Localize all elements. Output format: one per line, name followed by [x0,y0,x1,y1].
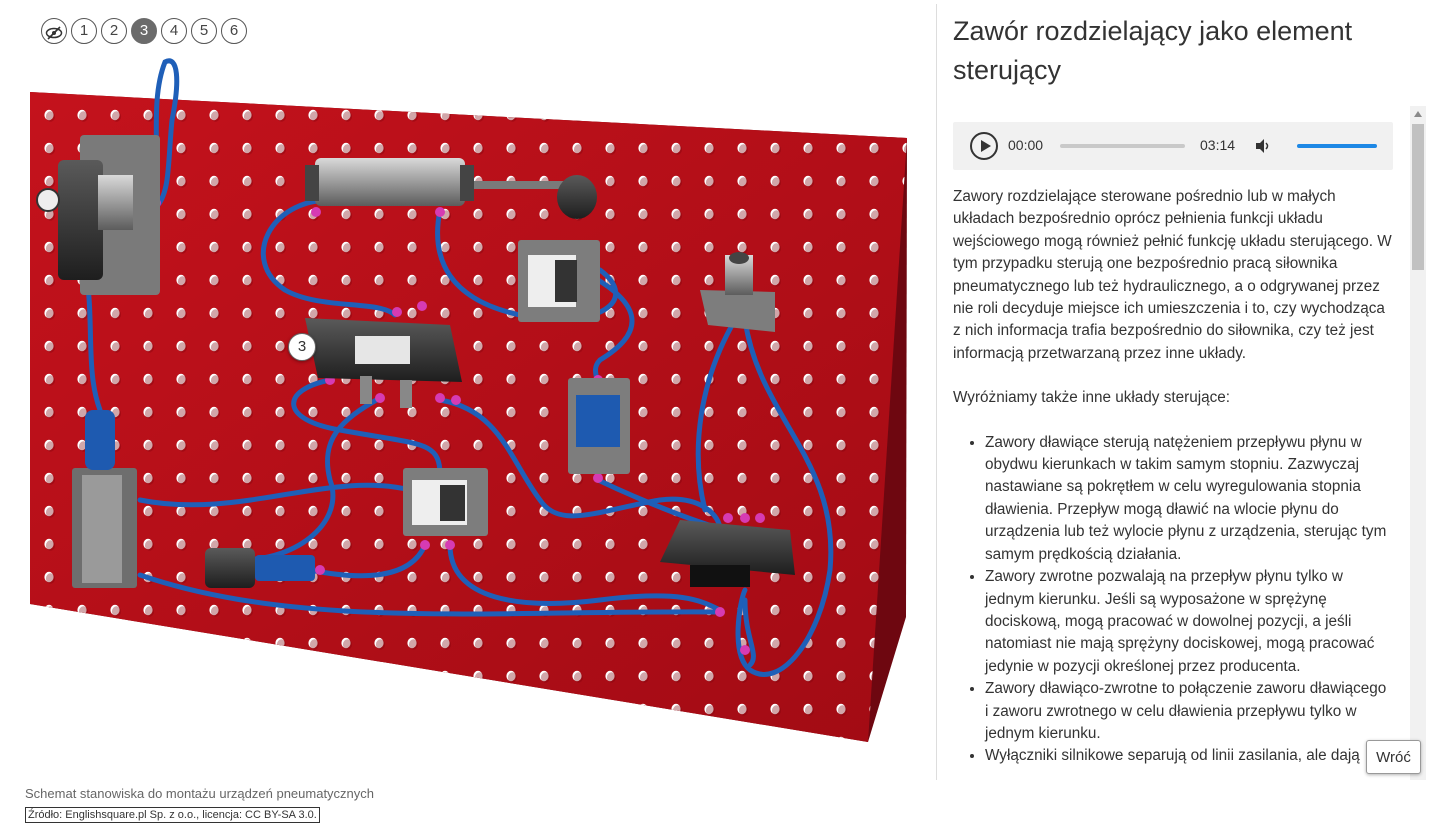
step-button-2[interactable]: 2 [101,18,127,44]
step-button-6[interactable]: 6 [221,18,247,44]
back-button[interactable]: Wróć [1366,740,1421,774]
scrollbar-thumb[interactable] [1412,124,1424,270]
manifold-block [660,520,795,587]
small-valve-lower [403,468,488,536]
list-item: Zawory dławiące sterują natężeniem przep… [985,432,1393,566]
audio-progress-bar[interactable] [1060,144,1185,148]
left-manifold [72,410,137,588]
eye-slash-icon [45,26,63,40]
list-item: Zawory zwrotne pozwalają na przepływ pły… [985,566,1393,678]
push-button-valve [700,252,775,332]
play-icon[interactable] [970,132,998,160]
panel-title: Zawór rozdzielający jako element sterują… [953,16,1353,85]
audio-duration: 03:14 [1200,137,1236,153]
audio-current-time: 00:00 [1008,137,1044,153]
image-viewer: 1 2 3 4 5 6 [25,18,907,823]
article-content: Zawory rozdzielające sterowane pośrednio… [953,186,1393,768]
volume-slider[interactable] [1297,144,1377,148]
intro-paragraph: Zawory rozdzielające sterowane pośrednio… [953,188,1392,362]
scroll-up-arrow-icon[interactable] [1414,111,1422,117]
scrollable-content[interactable]: 00:00 03:14 Zawory rozdzielające sterowa… [953,122,1393,780]
hotspot-marker-3[interactable]: 3 [288,333,316,361]
image-source-link[interactable]: Źródło: Englishsquare.pl Sp. z o.o., lic… [25,807,320,823]
audio-player: 00:00 03:14 [953,122,1393,170]
panel-divider [936,4,937,780]
volume-icon[interactable] [1255,138,1271,154]
list-item: Zawory dławiąco-zwrotne to połączenie za… [985,678,1393,745]
hide-hotspots-button[interactable] [41,18,67,44]
air-preparation-unit [36,135,160,295]
list-item: Wyłączniki silnikowe separują od linii z… [985,745,1393,767]
description-panel: Zawór rozdzielający jako element sterują… [937,0,1439,835]
image-caption: Schemat stanowiska do montażu urządzeń p… [25,786,375,801]
pneumatic-cylinder [305,158,597,219]
step-button-5[interactable]: 5 [191,18,217,44]
step-navigation: 1 2 3 4 5 6 [41,18,247,44]
check-valve-blue [568,378,630,474]
small-valve-upper [518,240,600,322]
control-list: Zawory dławiące sterują natężeniem przep… [953,432,1393,768]
step-button-4[interactable]: 4 [161,18,187,44]
directional-valve [305,318,462,408]
step-button-1[interactable]: 1 [71,18,97,44]
subheading-paragraph: Wyróżniamy także inne układy sterujące: [953,389,1231,407]
flow-control-valve [205,548,315,588]
step-button-3[interactable]: 3 [131,18,157,44]
pneumatic-board-illustration [30,58,907,742]
vertical-scrollbar[interactable] [1410,106,1426,780]
